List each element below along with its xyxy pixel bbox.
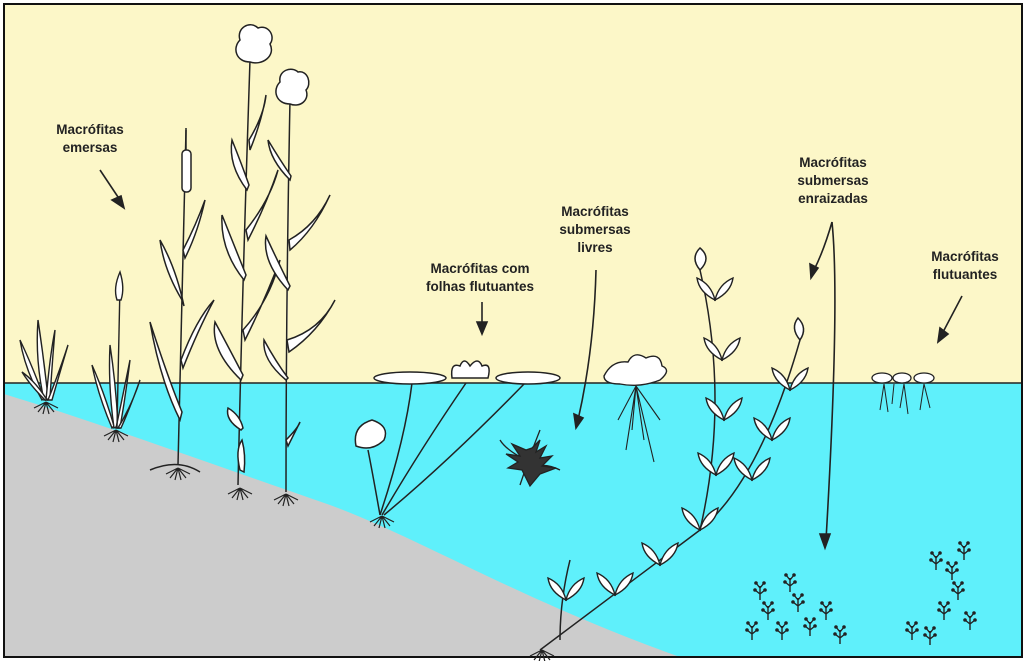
label-line: Macrófitas: [778, 154, 888, 172]
label-macrofitas-emersas: Macrófitas emersas: [40, 121, 140, 157]
label-line: flutuantes: [915, 266, 1015, 284]
label-line: folhas flutuantes: [405, 278, 555, 296]
label-macrofitas-folhas-flutuantes: Macrófitas com folhas flutuantes: [405, 260, 555, 296]
label-macrofitas-submersas-livres: Macrófitas submersas livres: [545, 203, 645, 257]
label-line: Macrófitas: [40, 121, 140, 139]
label-line: submersas: [778, 172, 888, 190]
label-macrofitas-submersas-enraizadas: Macrófitas submersas enraizadas: [778, 154, 888, 208]
label-macrofitas-flutuantes: Macrófitas flutuantes: [915, 248, 1015, 284]
label-line: livres: [545, 239, 645, 257]
label-line: submersas: [545, 221, 645, 239]
label-line: Macrófitas: [545, 203, 645, 221]
label-line: Macrófitas: [915, 248, 1015, 266]
label-line: enraizadas: [778, 190, 888, 208]
label-line: Macrófitas com: [405, 260, 555, 278]
label-line: emersas: [40, 139, 140, 157]
